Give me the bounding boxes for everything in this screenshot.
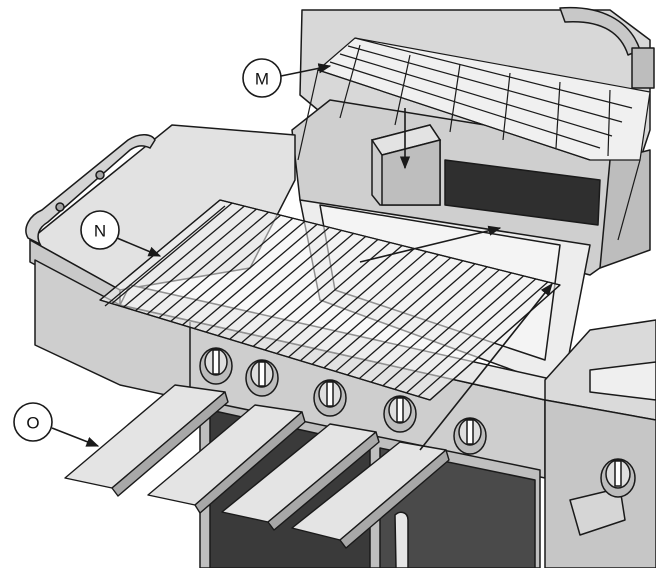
grate-bar	[288, 248, 415, 358]
arrow-grate-into-firebox	[359, 225, 502, 263]
knob-5	[453, 417, 487, 455]
knob-1	[199, 347, 233, 385]
grate-bar	[217, 229, 342, 337]
knob-side	[600, 458, 636, 498]
grate-bar	[382, 272, 512, 387]
grate-bar	[123, 205, 245, 308]
grate-bar	[276, 245, 403, 355]
grate-bar	[252, 238, 379, 347]
grate-bar	[405, 278, 537, 394]
grate-bar	[111, 202, 233, 305]
callout-o-label: O	[26, 414, 39, 433]
arrow-tamer-into-firebox	[419, 282, 553, 451]
callout-m-leader	[280, 63, 332, 77]
grate-bar	[417, 281, 549, 397]
callout-m-circle	[242, 58, 282, 98]
right-side-burner	[544, 319, 656, 568]
callout-o-circle	[13, 402, 53, 442]
flame-tamer-4	[291, 441, 450, 549]
callout-o-leader	[51, 427, 100, 447]
grate-bar	[229, 232, 354, 340]
grate-bar	[347, 263, 476, 376]
grate-bar	[370, 269, 500, 383]
knob-2	[245, 359, 279, 397]
control-knobs	[199, 347, 636, 498]
grate-bar	[311, 254, 439, 365]
grate-bar	[193, 223, 318, 330]
grate-bar	[299, 251, 427, 362]
heat-deflector-block	[370, 124, 442, 206]
knob-4	[383, 395, 417, 433]
grate-bar	[335, 260, 464, 372]
towel-bar	[25, 134, 156, 246]
flame-tamer-3	[221, 423, 380, 531]
warming-rack	[297, 37, 651, 241]
flame-tamer-1	[64, 384, 229, 497]
cooking-grate	[99, 199, 561, 401]
grate-bar	[170, 217, 294, 322]
assembly-arrows	[359, 108, 553, 451]
grate-bar	[158, 214, 282, 319]
grate-bar	[241, 235, 367, 344]
flame-tamer-2	[147, 404, 306, 514]
grate-bar	[323, 257, 452, 369]
knob-3	[313, 379, 347, 417]
flame-tamers	[64, 384, 450, 549]
grate-bar	[205, 226, 330, 333]
callout-n-leader	[116, 237, 162, 257]
grate-bar	[358, 266, 488, 380]
callout-m: M	[242, 58, 332, 98]
grate-bar	[134, 208, 257, 312]
grate-bar	[146, 211, 269, 315]
grate-bar	[182, 220, 306, 326]
callout-o: O	[13, 402, 100, 447]
callout-n-label: N	[94, 222, 106, 241]
callout-n: N	[80, 210, 162, 257]
callout-n-circle	[80, 210, 120, 250]
callout-m-label: M	[255, 70, 269, 89]
grate-bar	[394, 275, 525, 390]
